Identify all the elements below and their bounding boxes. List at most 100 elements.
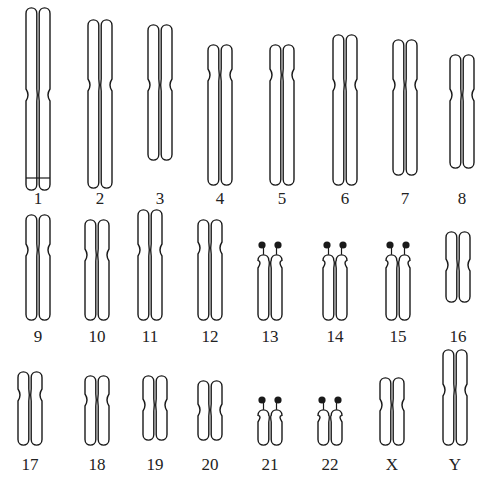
chromatid [318, 410, 329, 445]
chromosome-number: 11 [142, 328, 158, 345]
chromosome [198, 220, 222, 320]
chromosome-number: 22 [322, 456, 339, 473]
chromatid [333, 35, 344, 185]
chromatid [161, 25, 172, 160]
chromosome-number: 13 [262, 328, 279, 345]
chromatid [26, 215, 37, 320]
chromosome-number: 17 [22, 456, 39, 473]
chromosome [18, 372, 42, 445]
chromatid [151, 210, 162, 320]
chromatid [26, 8, 37, 190]
chromatid [336, 255, 347, 320]
chromosome-number: 8 [458, 190, 467, 207]
chromatid [386, 255, 397, 320]
chromosome [26, 215, 50, 320]
chromosome [323, 241, 347, 320]
chromatid [443, 350, 454, 445]
chromatid [393, 378, 404, 445]
chromosome-number: 9 [34, 328, 43, 345]
chromatid [463, 55, 474, 168]
chromosome-number: X [386, 456, 398, 473]
chromosome-number: 2 [96, 190, 105, 207]
satellite [318, 396, 325, 403]
chromosome [26, 8, 50, 190]
chromosome [138, 210, 162, 320]
chromatid [143, 376, 154, 440]
chromatid [221, 45, 232, 185]
chromatid [446, 232, 457, 302]
chromatid [211, 381, 222, 440]
chromosome-number: 21 [262, 456, 279, 473]
chromosome [85, 220, 109, 320]
chromatid [270, 45, 281, 185]
chromosome-number: 15 [390, 328, 407, 345]
satellite [274, 241, 281, 248]
chromosome [198, 381, 222, 440]
chromosome [258, 396, 282, 445]
chromatid [98, 376, 109, 445]
satellite [334, 396, 341, 403]
chromatid [323, 255, 334, 320]
chromatid [380, 378, 391, 445]
satellite [274, 396, 281, 403]
chromosome-number: Y [449, 456, 461, 473]
chromosome-number: 14 [327, 328, 344, 345]
chromosome [318, 396, 342, 445]
chromatid [31, 372, 42, 445]
chromatid [258, 255, 269, 320]
chromatid [156, 376, 167, 440]
chromatid [258, 410, 269, 445]
chromatid [331, 410, 342, 445]
satellite [323, 241, 330, 248]
chromosome-number: 1 [34, 190, 43, 207]
chromosome [333, 35, 357, 185]
chromatid [271, 255, 282, 320]
chromatid [211, 220, 222, 320]
chromosome [386, 241, 410, 320]
chromosome [148, 25, 172, 160]
chromatid [18, 372, 29, 445]
chromosome-number: 16 [450, 328, 467, 345]
chromosome-number: 19 [147, 456, 164, 473]
chromosome [88, 20, 112, 188]
chromatid [406, 40, 417, 175]
chromatid [459, 232, 470, 302]
chromosome [208, 45, 232, 185]
chromosome-number: 18 [89, 456, 106, 473]
chromatid [39, 8, 50, 190]
chromatid [138, 210, 149, 320]
chromatid [98, 220, 109, 320]
chromosome-number: 20 [202, 456, 219, 473]
chromosome-number: 10 [89, 328, 106, 345]
chromatid [271, 410, 282, 445]
chromatid [101, 20, 112, 188]
chromatid [198, 220, 209, 320]
chromosome-number: 7 [401, 190, 410, 207]
chromatid [208, 45, 219, 185]
chromatid [85, 220, 96, 320]
chromosome [450, 55, 474, 168]
chromosome [443, 350, 467, 445]
chromosome-number: 4 [216, 190, 225, 207]
chromosome [446, 232, 470, 302]
chromosome-number: 5 [278, 190, 287, 207]
chromosome-number: 3 [156, 190, 165, 207]
chromatid [148, 25, 159, 160]
chromosome [393, 40, 417, 175]
chromosome [85, 376, 109, 445]
chromatid [456, 350, 467, 445]
chromatid [88, 20, 99, 188]
chromatid [85, 376, 96, 445]
chromosome [270, 45, 294, 185]
chromatid [393, 40, 404, 175]
chromosome-number: 6 [341, 190, 350, 207]
chromosome [380, 378, 404, 445]
chromatid [346, 35, 357, 185]
chromatid [399, 255, 410, 320]
chromatid [39, 215, 50, 320]
satellite [339, 241, 346, 248]
satellite [258, 241, 265, 248]
satellite [258, 396, 265, 403]
